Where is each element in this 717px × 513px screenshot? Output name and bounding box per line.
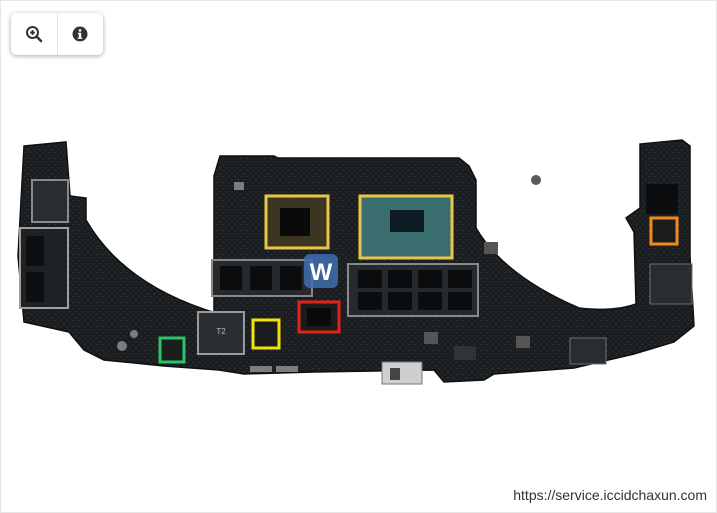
chip-bottom-right <box>569 337 607 365</box>
bottom-connector-slot <box>390 368 400 380</box>
chip-right-top <box>646 184 678 214</box>
chip-left-top <box>31 179 69 223</box>
red-chip-die <box>307 308 331 326</box>
viewer-toolbar <box>11 13 103 55</box>
chip-left-memory-die-1 <box>26 236 44 266</box>
source-url: https://service.iccidchaxun.com <box>513 487 707 503</box>
chip-left-memory-die-2 <box>26 272 44 302</box>
memory-right-group <box>347 263 479 317</box>
logic-board-drawing: W T2 <box>17 139 695 385</box>
board-outline <box>17 139 695 383</box>
cpu-die <box>390 210 424 232</box>
highlight-green <box>158 336 186 364</box>
highlight-orange <box>649 216 679 246</box>
small-components <box>117 175 541 372</box>
t2-chip-label: T2 <box>216 327 226 336</box>
logic-board-image: W T2 <box>14 136 704 386</box>
watermark-logo-box <box>304 254 338 288</box>
watermark-logo-letter: W <box>310 259 333 286</box>
zoom-button[interactable] <box>11 13 57 55</box>
t2-chip <box>197 311 245 355</box>
highlight-yellow <box>251 318 281 350</box>
zoom-in-icon <box>25 26 43 43</box>
info-button[interactable] <box>56 13 104 55</box>
gpu-die <box>280 208 310 236</box>
chip-right-lower <box>649 263 693 305</box>
memory-left-group <box>211 259 313 297</box>
bottom-connector <box>381 361 423 385</box>
info-icon <box>72 26 88 42</box>
